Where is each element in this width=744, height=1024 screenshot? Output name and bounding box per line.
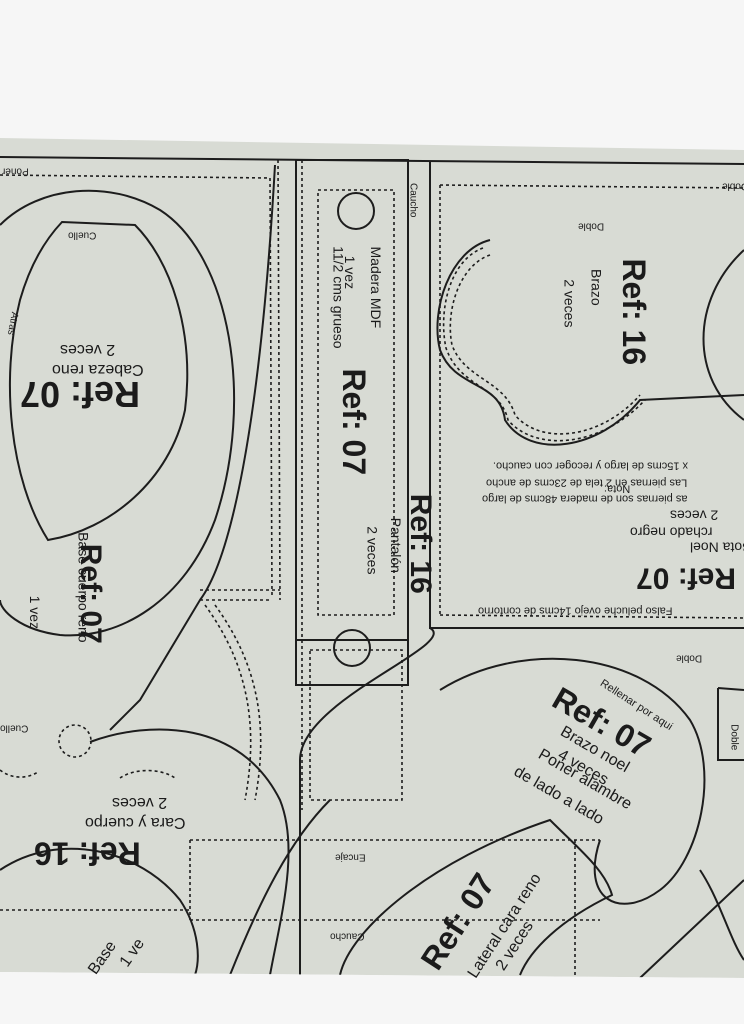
board-ref: Ref: 07 bbox=[336, 368, 373, 476]
head-name: Cabeza reno bbox=[52, 360, 144, 378]
base-name: Base cuerpo reno bbox=[75, 532, 92, 643]
pants-ref: Ref: 16 bbox=[403, 493, 437, 594]
noel-arm-outline bbox=[439, 657, 706, 905]
arm-name: Brazo bbox=[588, 269, 605, 306]
corner-text: Poner bbox=[2, 165, 29, 177]
face-ref: Ref: 16 bbox=[34, 835, 141, 872]
arm-edge-fold: Doble bbox=[722, 180, 744, 192]
boot-note-line-2: Las piernas en 2 tela de 23cms de ancho bbox=[486, 476, 688, 489]
face-name: Cara y cuerpo bbox=[85, 813, 186, 831]
base-neck: Cuello bbox=[0, 722, 29, 734]
boot-ref: Ref: 07 bbox=[636, 561, 737, 595]
board-top: Caucho bbox=[407, 183, 419, 218]
head-qty: 2 veces bbox=[60, 340, 116, 358]
boot-material: rchado negro bbox=[630, 524, 713, 541]
head-ref: Ref: 07 bbox=[20, 373, 141, 415]
board-thickness: 11/2 cms grueso bbox=[330, 246, 347, 349]
noel-arm-fold-2: Doble bbox=[728, 724, 740, 751]
head-outline bbox=[0, 189, 236, 637]
noel-arm-fold: Doble bbox=[676, 652, 703, 664]
board-material: Madera MDF bbox=[368, 246, 385, 329]
face-lace: Encaje bbox=[335, 851, 366, 863]
boot-note-line-1: as piernas son de madera 48cms de largo bbox=[482, 492, 688, 505]
boot-name: Bota Noel bbox=[690, 539, 744, 556]
pants-name: Pantalón bbox=[387, 517, 404, 573]
arm-outline bbox=[702, 249, 744, 421]
boot-qty: 2 veces bbox=[670, 507, 719, 524]
boot-trim: Falso peluche ovejo 14cms de contorno bbox=[478, 604, 673, 617]
arm-ref: Ref: 16 bbox=[616, 258, 653, 366]
head-neck: Cuello bbox=[68, 229, 97, 241]
pants-qty: 2 veces bbox=[364, 526, 381, 575]
base-qty: 1 vez bbox=[27, 595, 44, 630]
boot-note-line-3: x 15cms de largo y recoger con caucho. bbox=[493, 459, 689, 472]
face-qty: 2 veces bbox=[112, 793, 168, 811]
board-outline bbox=[295, 159, 409, 686]
arm-fold: Doble bbox=[578, 220, 605, 232]
face-elastic: Caucho bbox=[330, 930, 365, 942]
arm-qty: 2 veces bbox=[561, 279, 578, 328]
